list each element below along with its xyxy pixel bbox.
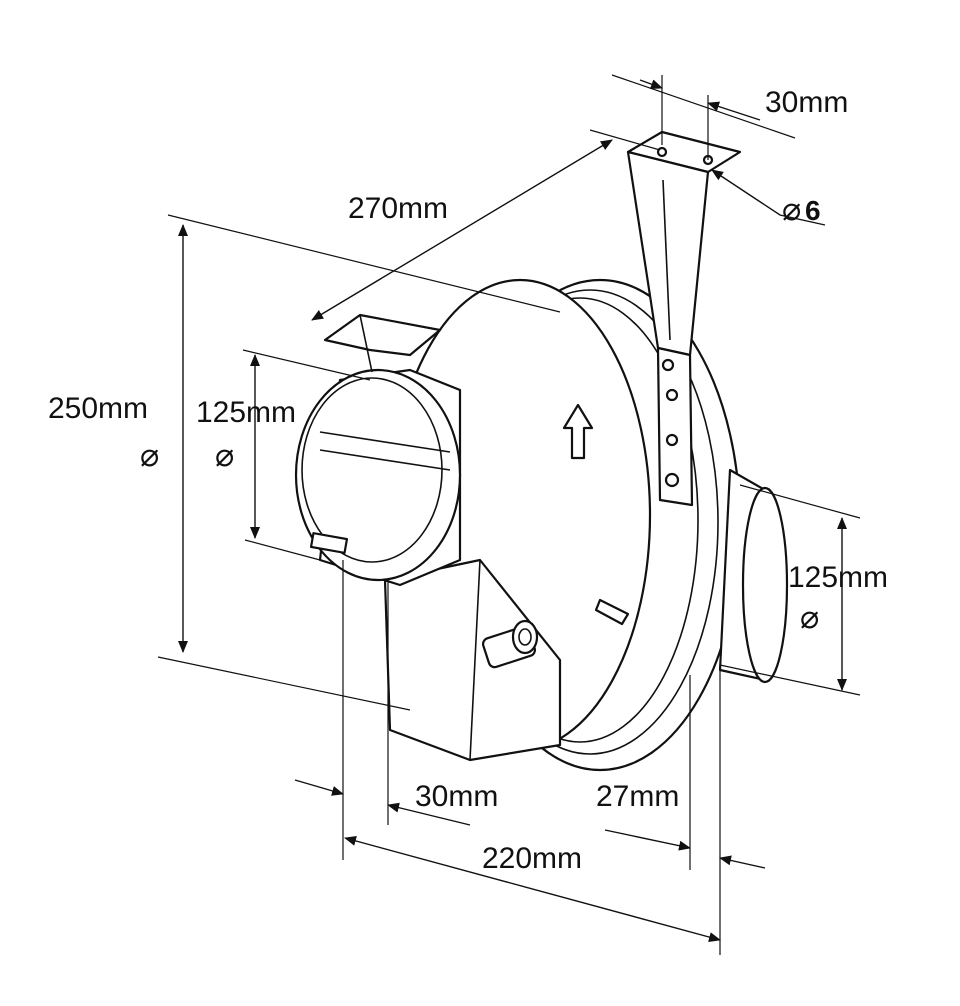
outlet-diameter-label: 125mm [788,561,888,594]
front-bracket [323,313,442,357]
dimension-lines [178,79,847,942]
hole-diameter-symbol: ⌀ [782,190,801,228]
housing-diameter-symbol: ⌀ [140,436,159,474]
cable-gland [481,619,539,669]
dimension-labels: 30mm ⌀ 6 270mm 250mm ⌀ 125mm ⌀ 125mm ⌀ 3… [48,86,888,875]
housing-diameter-label: 250mm [48,392,148,425]
inlet-diameter-label: 125mm [196,396,296,429]
overall-depth-label: 220mm [482,842,582,875]
overall-length-label: 270mm [348,192,448,225]
front-spigot-label: 30mm [415,780,498,813]
airflow-arrow-icon [562,403,594,460]
mounting-bracket [626,130,742,507]
fan-body [294,130,789,772]
outlet-diameter-symbol: ⌀ [800,598,819,636]
inlet-diameter-symbol: ⌀ [215,436,234,474]
bracket-width-label: 30mm [765,86,848,119]
hole-diameter-label: 6 [805,195,821,226]
rear-spigot-label: 27mm [596,780,679,813]
